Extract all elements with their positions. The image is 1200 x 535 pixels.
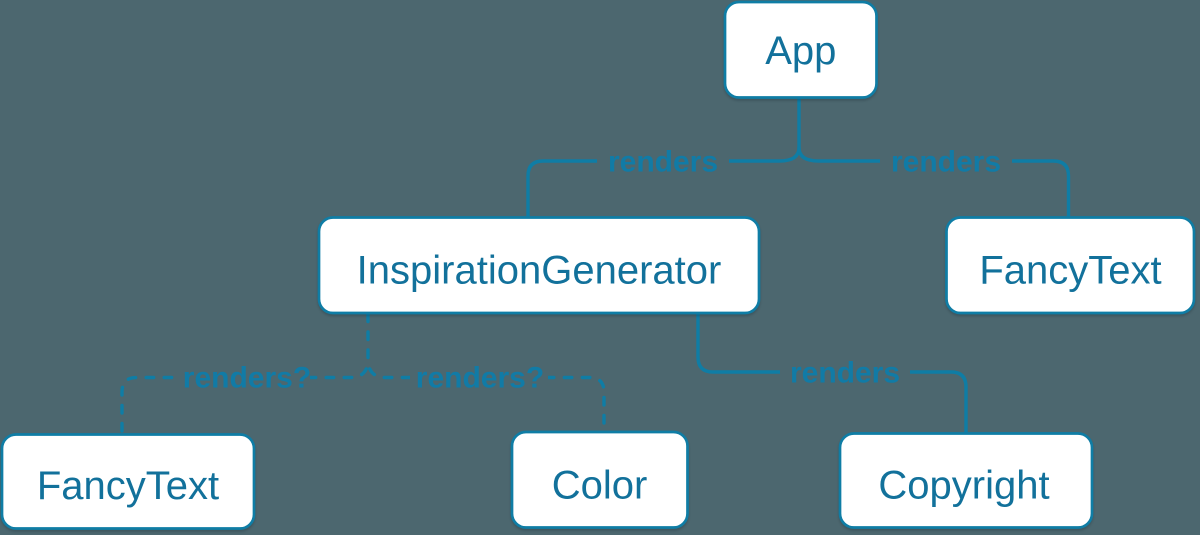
svg-text:FancyText: FancyText (37, 464, 219, 508)
svg-text:FancyText: FancyText (979, 249, 1161, 293)
svg-text:renders: renders (891, 146, 1001, 179)
svg-text:renders?: renders? (183, 362, 311, 395)
svg-text:Color: Color (552, 464, 648, 508)
svg-text:InspirationGenerator: InspirationGenerator (357, 249, 722, 293)
svg-text:App: App (765, 29, 836, 73)
svg-text:renders: renders (790, 357, 900, 390)
svg-text:renders?: renders? (416, 362, 544, 395)
svg-text:Copyright: Copyright (878, 464, 1049, 508)
svg-text:renders: renders (608, 146, 718, 179)
